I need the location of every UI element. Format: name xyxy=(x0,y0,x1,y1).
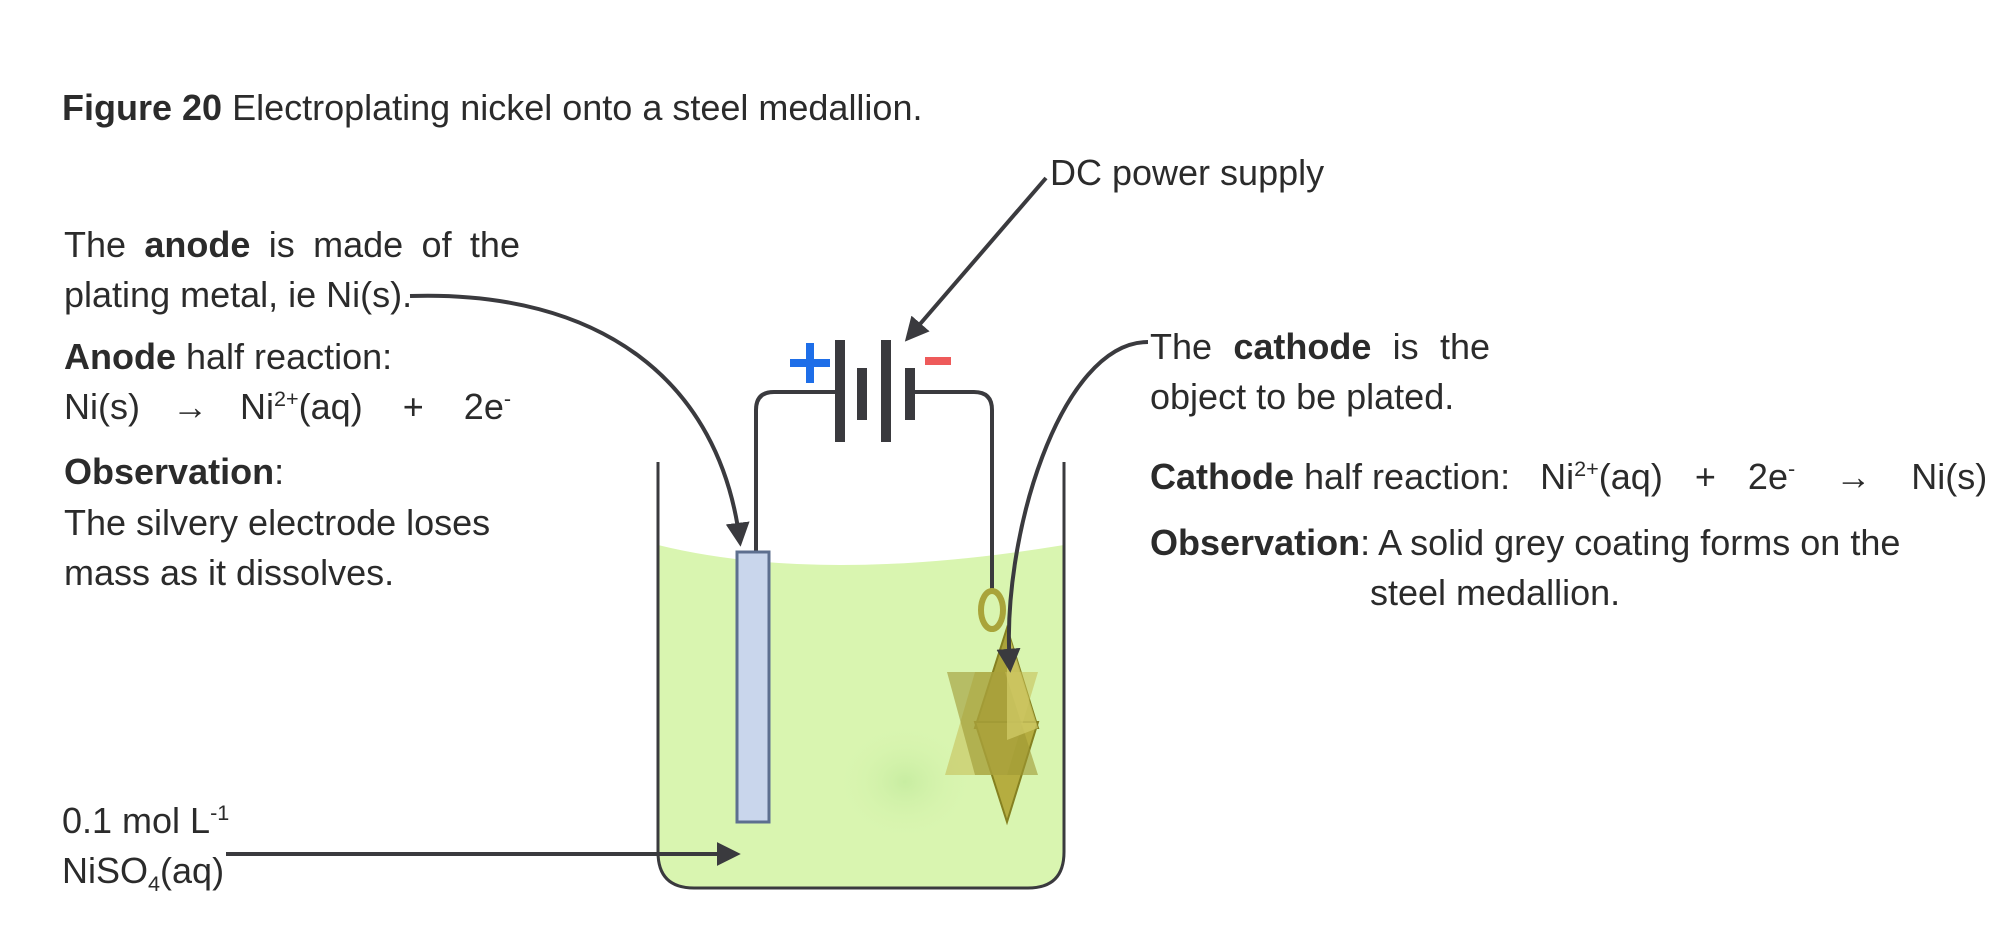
anode-desc-bold: anode xyxy=(144,224,251,265)
cathode-eq-ion: Ni xyxy=(1540,456,1575,497)
cathode-eq-product: Ni(s) xyxy=(1911,456,1988,497)
cathode-half-bold: Cathode xyxy=(1150,456,1294,497)
minus-sign-icon xyxy=(925,357,951,365)
wire-cathode xyxy=(914,390,994,590)
power-supply-label: DC power supply xyxy=(1050,152,1325,193)
solution-formula: NiSO xyxy=(62,850,149,891)
anode-equation: Ni(s) → Ni2+(aq) + 2e- xyxy=(64,382,511,432)
anode-half-rest: half reaction: xyxy=(186,336,393,377)
anode-eq-electrons: 2e xyxy=(463,386,504,427)
anode-eq-arrow: → xyxy=(172,386,209,427)
cathode-desc-bold: cathode xyxy=(1233,326,1372,367)
anode-eq-electron-charge: - xyxy=(503,386,512,411)
anode-eq-reactant: Ni(s) xyxy=(64,386,140,427)
battery xyxy=(835,340,915,442)
figure-caption-text: Electroplating nickel onto a steel medal… xyxy=(232,87,923,128)
cathode-description-line1: The cathode is the xyxy=(1150,322,1490,372)
beaker xyxy=(656,462,1066,890)
cathode-obs-bold: Observation xyxy=(1150,522,1361,563)
anode-description-line1: The anode is made of the xyxy=(64,220,520,270)
solution-concentration-exponent: -1 xyxy=(210,800,230,825)
cathode-eq-ion-charge: 2+ xyxy=(1574,456,1599,481)
cathode-eq-state: (aq) xyxy=(1598,456,1663,497)
anode-obs-colon: : xyxy=(274,451,285,492)
anode-observation-line2: mass as it dissolves. xyxy=(64,552,395,593)
cathode-arrow xyxy=(996,340,1149,673)
cathode-eq-arrow: → xyxy=(1835,456,1872,497)
cathode-half-reaction: Cathode half reaction: Ni2+(aq) + 2e- → … xyxy=(1150,452,1987,502)
cathode-desc-post: is the xyxy=(1392,326,1490,367)
anode-eq-ion: Ni xyxy=(240,386,275,427)
anode-description-line2: plating metal, ie Ni(s). xyxy=(64,274,413,315)
solution-label-line2: NiSO4(aq) xyxy=(62,846,224,896)
anode-eq-state: (aq) xyxy=(298,386,363,427)
anode-desc-post: is made of the xyxy=(268,224,520,265)
cathode-desc-pre: The xyxy=(1150,326,1213,367)
solution-state: (aq) xyxy=(160,850,225,891)
anode-obs-bold: Observation xyxy=(64,451,275,492)
cathode-description-line2: object to be plated. xyxy=(1150,376,1455,417)
cathode-obs-colon: : xyxy=(1360,522,1371,563)
figure-caption: Figure 20 Electroplating nickel onto a s… xyxy=(62,83,922,133)
cathode-half-rest: half reaction: xyxy=(1304,456,1511,497)
anode-electrode xyxy=(735,550,771,824)
power-supply-arrow xyxy=(904,176,1048,342)
cathode-observation-line1: Observation: A solid grey coating forms … xyxy=(1150,518,1900,568)
anode-desc-pre: The xyxy=(64,224,127,265)
plus-sign-icon xyxy=(790,343,830,383)
solution-glow xyxy=(835,722,975,842)
anode-half-reaction-label: Anode half reaction: xyxy=(64,332,392,382)
medallion-loop xyxy=(978,588,1006,632)
anode-eq-ion-charge: 2+ xyxy=(274,386,299,411)
solution-concentration: 0.1 mol L xyxy=(62,800,211,841)
anode-observation-label: Observation: xyxy=(64,447,284,497)
wire-anode xyxy=(754,390,835,552)
solution-label-line1: 0.1 mol L-1 xyxy=(62,796,229,846)
anode-eq-plus: + xyxy=(402,386,424,427)
anode-half-bold: Anode xyxy=(64,336,176,377)
anode-observation-line1: The silvery electrode loses xyxy=(64,502,491,543)
cathode-eq-electron-charge: - xyxy=(1787,456,1796,481)
cathode-obs-text1: A solid grey coating forms on the xyxy=(1378,522,1901,563)
figure-caption-label: Figure 20 xyxy=(62,87,223,128)
cathode-observation-line2: steel medallion. xyxy=(1370,572,1621,613)
cathode-eq-plus: + xyxy=(1694,456,1716,497)
cathode-eq-electrons: 2e xyxy=(1747,456,1788,497)
solution-formula-subscript: 4 xyxy=(148,871,161,897)
anode-arrow xyxy=(409,293,750,547)
